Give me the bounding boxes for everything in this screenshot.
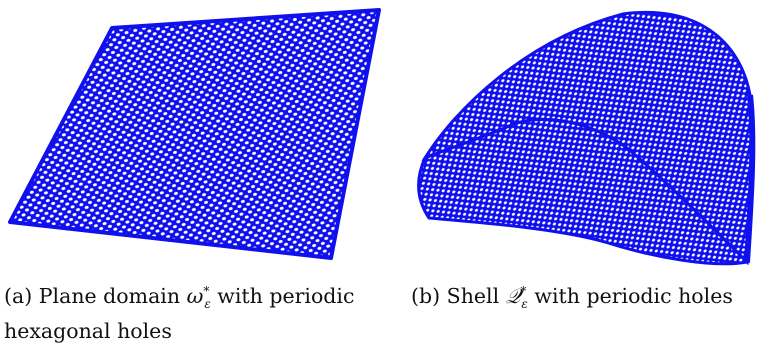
caption-a: (a) Plane domain ω*ε with periodic hexag… xyxy=(4,278,392,345)
caption-a-text-pre: Plane domain xyxy=(38,284,181,308)
plane-domain-mesh xyxy=(8,8,381,260)
caption-a-label: (a) xyxy=(4,284,33,308)
caption-a-math: ω*ε xyxy=(186,284,211,311)
shell-mesh-lower xyxy=(417,117,751,266)
caption-b-math: 𝒬*ε xyxy=(505,284,528,311)
caption-a-text-post: with periodic xyxy=(217,284,355,308)
caption-b: (b) Shell 𝒬*ε with periodic holes xyxy=(411,278,759,318)
caption-a-line-2: hexagonal holes xyxy=(4,319,172,343)
figure-panel-b: (b) Shell 𝒬*ε with periodic holes xyxy=(395,0,760,327)
figure-panel-a: (a) Plane domain ω*ε with periodic hexag… xyxy=(0,0,395,343)
plane-domain-figure xyxy=(8,8,381,260)
shell-edge xyxy=(744,94,756,263)
caption-b-label: (b) xyxy=(411,284,441,308)
shell-figure xyxy=(417,10,756,266)
caption-a-line-1: (a) Plane domain ω*ε with periodic xyxy=(4,278,392,318)
caption-b-text-post: with periodic holes xyxy=(534,284,733,308)
caption-b-text-pre: Shell xyxy=(446,284,500,308)
